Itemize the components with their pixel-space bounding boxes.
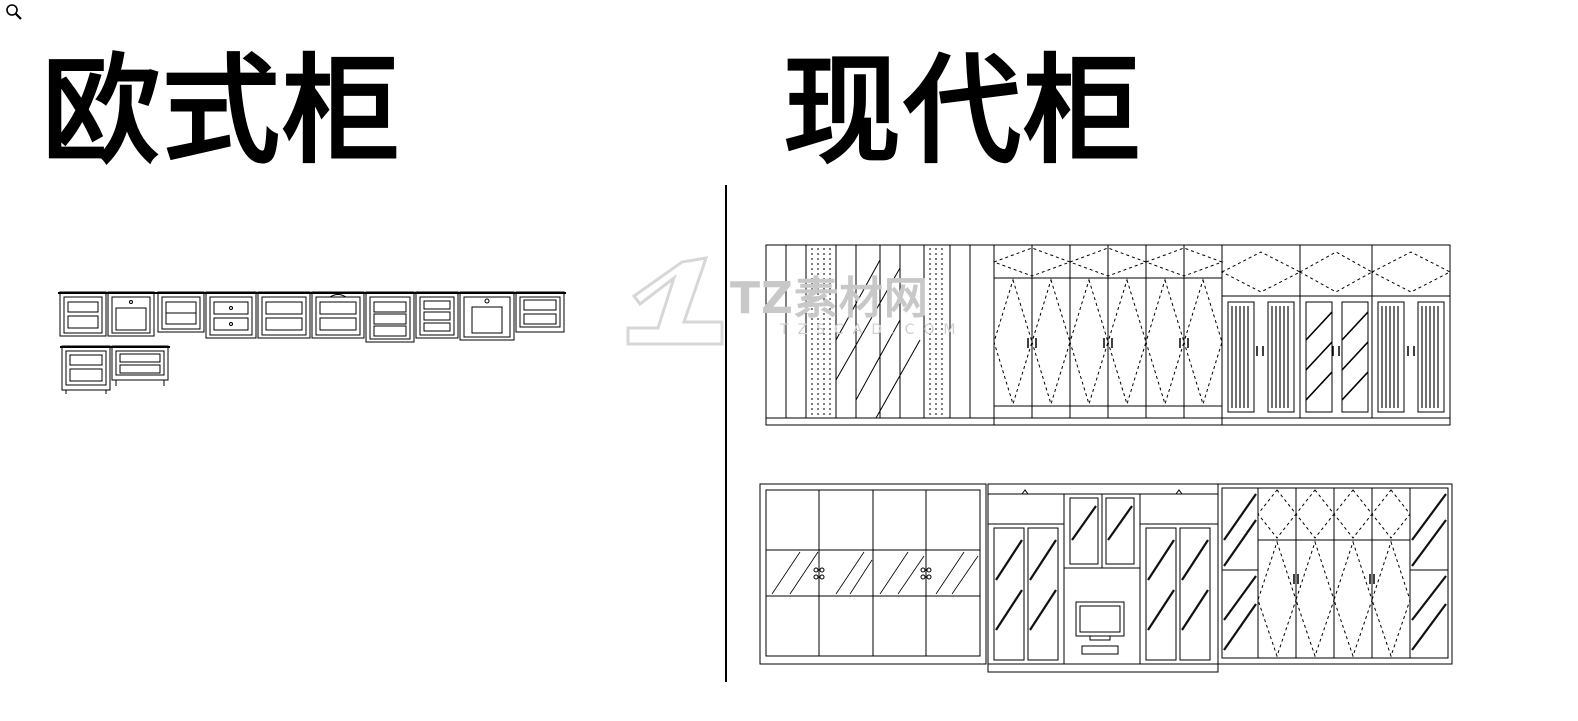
european-cabinet [106,291,156,337]
european-cabinet [310,291,366,339]
european-cabinet [110,345,170,386]
watermark-brand: TZ素材网 [730,273,929,324]
european-cabinet [156,291,206,333]
modern-cabinet-title: 现代柜 [783,42,1144,180]
modern-wardrobe-mirror-band [759,483,987,665]
modern-wardrobe-sliding [765,244,995,426]
european-cabinet [414,291,460,339]
modern-wardrobe-tv-unit [987,483,1219,673]
european-cabinet [458,291,516,341]
european-cabinet-row [60,345,170,394]
louver-panels [1227,301,1445,413]
european-cabinet-title: 欧式柜 [42,42,403,180]
watermark-site: TZSCAD.COM [780,322,965,338]
modern-wardrobe-glass [1217,483,1453,665]
magnifier-icon[interactable] [4,2,24,22]
european-cabinet [204,291,258,339]
european-cabinet [58,291,108,337]
european-cabinet [514,291,566,333]
european-cabinet [364,291,416,343]
modern-wardrobe-louver [1220,244,1452,426]
european-cabinet-row [58,291,566,343]
european-cabinet [256,291,312,339]
section-divider [725,185,727,682]
european-cabinet [60,345,112,394]
watermark-logo-icon [626,256,724,346]
modern-wardrobe-diamond [992,244,1224,426]
